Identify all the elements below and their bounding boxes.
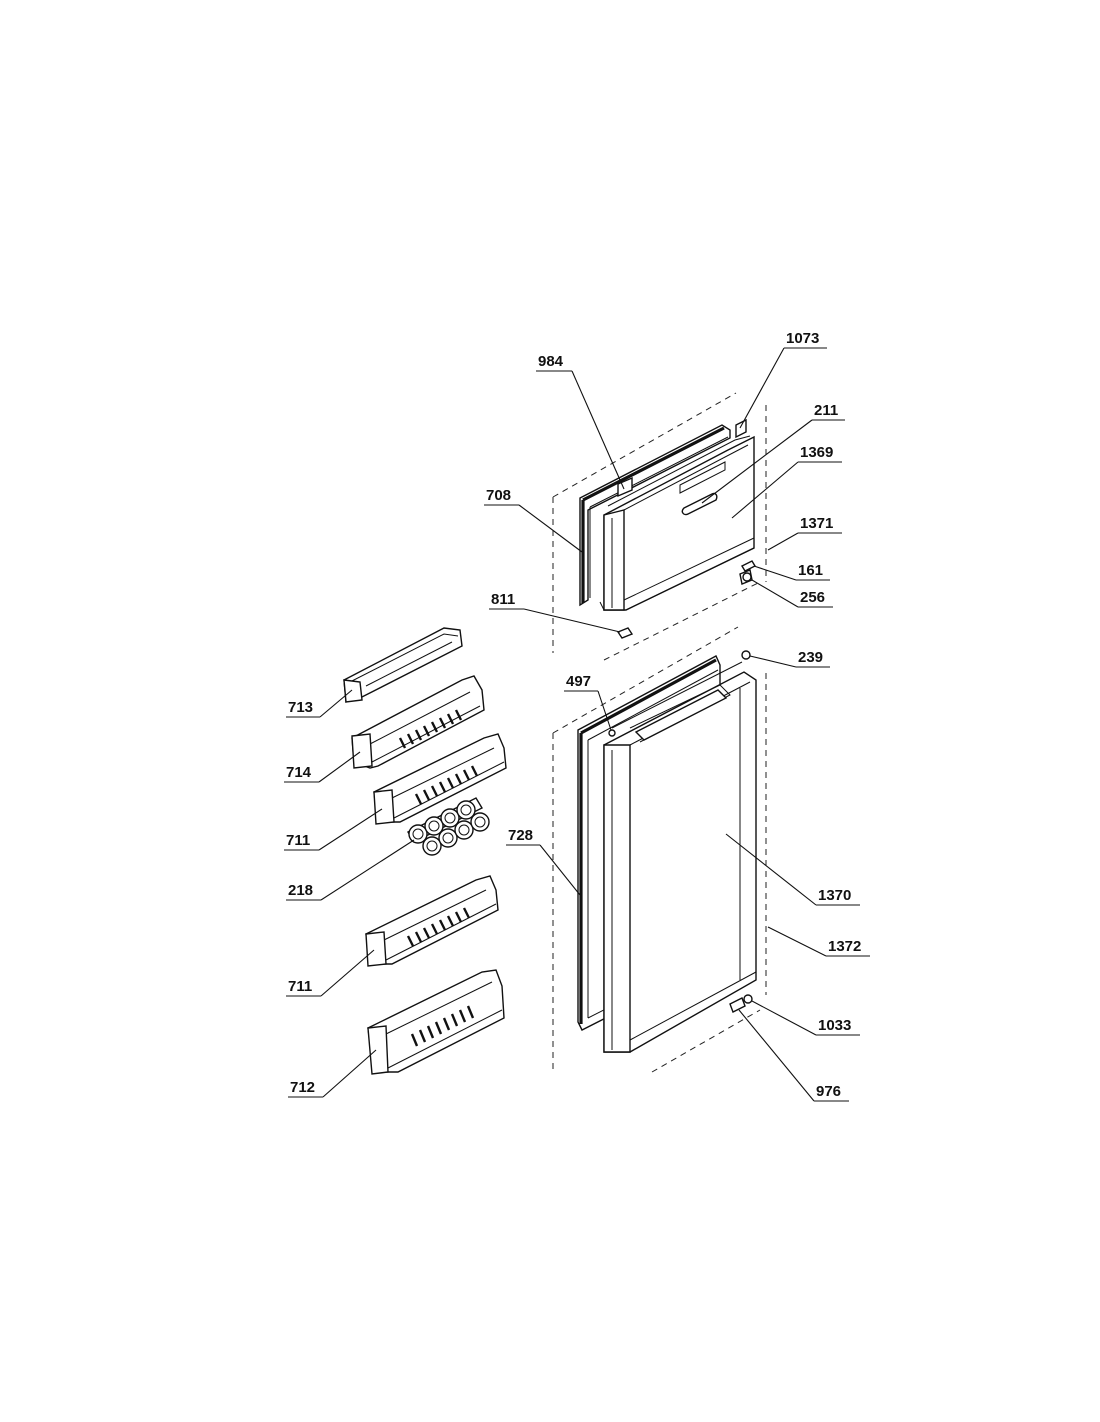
callout-984: 984 xyxy=(536,353,625,490)
callout-label: 1033 xyxy=(818,1017,851,1034)
callout-218: 218 xyxy=(286,839,415,901)
callout-label: 1372 xyxy=(828,938,861,955)
shelf-cover-713 xyxy=(343,627,463,703)
door-shelf-712 xyxy=(367,969,505,1075)
stopper-811 xyxy=(616,627,634,639)
callout-811: 811 xyxy=(489,591,621,633)
pin-part-497 xyxy=(608,729,616,737)
callout-239: 239 xyxy=(749,649,830,668)
callout-label: 497 xyxy=(566,673,591,690)
callout-713: 713 xyxy=(286,689,353,718)
callout-497: 497 xyxy=(564,673,612,731)
bushing-1033 xyxy=(743,994,753,1004)
callout-label: 711 xyxy=(288,978,312,995)
callout-161: 161 xyxy=(753,562,830,581)
callout-label: 811 xyxy=(491,591,515,608)
callout-976: 976 xyxy=(738,1009,849,1102)
callout-label: 708 xyxy=(486,487,511,504)
assembly-guide-lines xyxy=(552,392,767,1073)
bushing-161 xyxy=(741,560,756,572)
fridge-door-panel xyxy=(603,661,757,1053)
callout-label: 976 xyxy=(816,1083,841,1100)
callout-label: 239 xyxy=(798,649,823,666)
callout-label: 1370 xyxy=(818,887,851,904)
callout-label: 728 xyxy=(508,827,533,844)
callout-712: 712 xyxy=(288,1049,377,1098)
shelf-712-vents xyxy=(410,1005,475,1047)
callout-1369: 1369 xyxy=(731,444,842,519)
callout-label: 712 xyxy=(290,1079,315,1096)
callout-label: 1073 xyxy=(786,330,819,347)
callout-label: 713 xyxy=(288,699,313,716)
bushing-256 xyxy=(739,569,753,585)
shelf-711-lower-vents xyxy=(406,907,471,947)
callout-1033: 1033 xyxy=(751,1000,860,1036)
callout-1370: 1370 xyxy=(725,833,860,906)
callout-label: 1369 xyxy=(800,444,833,461)
hinge-bracket-976 xyxy=(729,997,746,1013)
callout-1073: 1073 xyxy=(739,330,827,429)
callout-label: 161 xyxy=(798,562,823,579)
callout-label: 714 xyxy=(286,764,312,781)
callout-728: 728 xyxy=(506,827,581,896)
callout-label: 984 xyxy=(538,353,564,370)
callout-711-upper: 711 xyxy=(284,808,383,851)
callout-1372: 1372 xyxy=(767,926,870,957)
callout-label: 218 xyxy=(288,882,313,899)
callout-711-lower: 711 xyxy=(286,949,375,997)
freezer-door-gasket xyxy=(579,424,731,607)
callout-label: 211 xyxy=(814,402,838,419)
callout-label: 711 xyxy=(286,832,310,849)
callout-label: 256 xyxy=(800,589,825,606)
freezer-door-panel xyxy=(599,435,755,611)
callout-label: 1371 xyxy=(800,515,833,532)
door-shelf-711-upper xyxy=(373,733,507,825)
callout-708: 708 xyxy=(484,487,583,553)
callout-211: 211 xyxy=(701,402,845,504)
hinge-cover-part xyxy=(735,418,747,439)
callout-1371: 1371 xyxy=(767,515,842,551)
shelf-714-vents xyxy=(398,709,463,749)
shelf-711-upper-vents xyxy=(414,765,479,805)
callout-256: 256 xyxy=(751,579,833,608)
door-shelf-711-lower xyxy=(365,875,499,967)
hinge-part-239 xyxy=(741,650,751,660)
callout-714: 714 xyxy=(284,751,361,783)
egg-tray-218 xyxy=(407,797,490,856)
